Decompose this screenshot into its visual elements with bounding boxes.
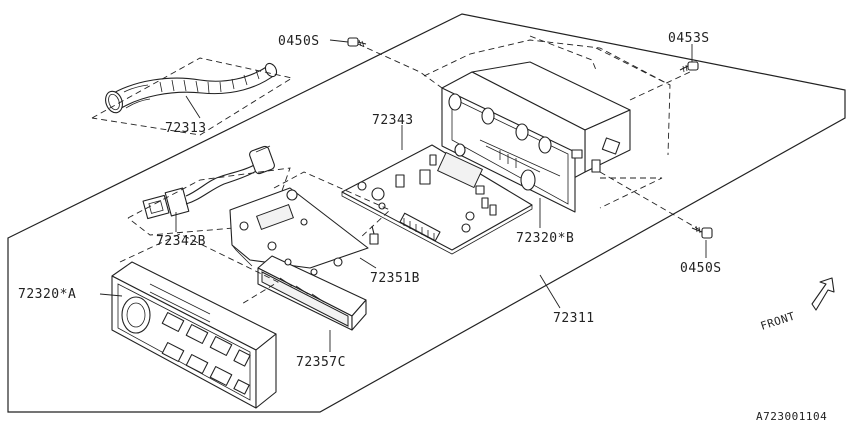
front-direction-arrow [811,277,835,311]
label-72320a: 72320*A [18,287,76,302]
label-0450s-bottom: 0450S [680,261,722,276]
assembly-frame [7,13,846,413]
screw-0453s [679,61,699,73]
housing-72320b [441,61,631,213]
screw-0450s-bottom [691,225,713,239]
label-0450s-top: 0450S [278,34,320,49]
duct-hose-72313 [105,62,278,114]
screw-0450s-top [347,37,367,48]
label-72320b: 72320*B [516,231,574,246]
label-72313: 72313 [165,121,207,136]
label-72311: 72311 [553,311,595,326]
label-72351b: 72351B [370,271,420,286]
control-panel-72320a [111,261,277,409]
label-72342b: 72342B [156,234,206,249]
diagram-id: A723001104 [756,410,827,423]
label-72343: 72343 [372,113,414,128]
label-front: FRONT [759,309,797,332]
display-unit-72357c [257,255,367,331]
circuit-board-72343 [341,144,533,255]
label-72357c: 72357C [296,355,346,370]
label-0453s: 0453S [668,31,710,46]
sensor-72342b [142,145,275,220]
bracket-plate-72351b [229,187,379,269]
